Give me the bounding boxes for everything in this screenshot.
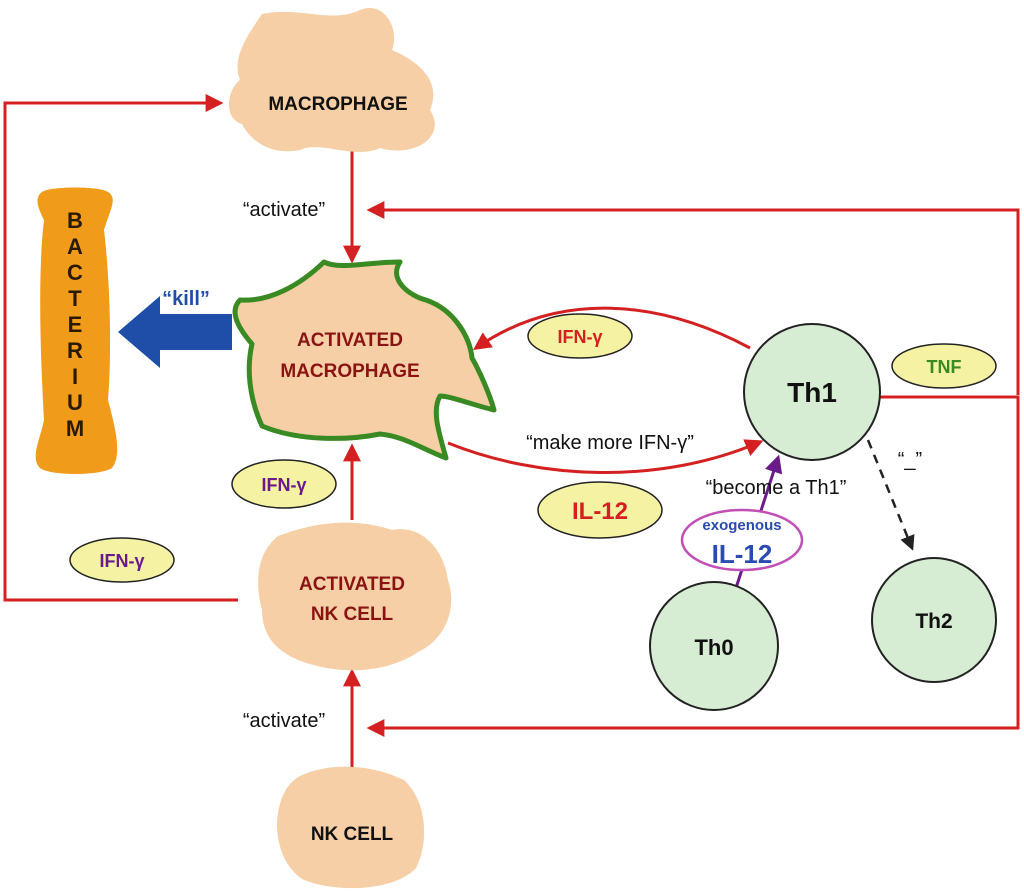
exogenous-il12-badge (680, 508, 804, 572)
bacterium-letters: B A C T E R I U M (66, 208, 84, 441)
ifn-gamma-top-badge (527, 313, 633, 359)
activate-bottom-label: “activate” (243, 710, 325, 732)
bacterium-letter: M (66, 416, 84, 441)
activated-nk-cell (258, 522, 452, 671)
th0-cell (649, 581, 779, 711)
exogenous-il12-text: IL-12 (712, 539, 773, 569)
il12-text: IL-12 (572, 498, 628, 525)
kill-arrow (118, 296, 232, 368)
ifn-gamma-top-text: IFN-γ (558, 327, 603, 347)
activated-macrophage-label-line2: MACROPHAGE (280, 361, 419, 382)
th2-label: Th2 (915, 610, 952, 633)
th1-cell (743, 323, 881, 461)
activated-nk-label-line2: NK CELL (311, 604, 394, 625)
th1-ifn-to-macrophage-arrow (473, 306, 751, 351)
nk-cell-label: NK CELL (311, 824, 394, 845)
ifn-gamma-left-badge (69, 537, 175, 583)
th2-cell (871, 557, 997, 683)
nk-to-macrophage-loop-arrow (3, 94, 238, 602)
minus-label: “_” (898, 449, 922, 471)
tnf-badge (891, 343, 997, 389)
th1-tnf-top-arrow (366, 201, 1020, 395)
activated-nk-label-line1: ACTIVATED (299, 574, 405, 595)
th1-tnf-bottom-arrow (366, 395, 1020, 737)
ifn-gamma-mid-text: IFN-γ (262, 475, 307, 495)
bacterium-letter: A (67, 234, 83, 259)
become-th1-label: “become a Th1” (706, 477, 847, 499)
bacterium (35, 187, 118, 474)
make-more-ifn-label: “make more IFN-γ” (526, 432, 694, 454)
bacterium-letter: E (68, 312, 83, 337)
ifn-gamma-left-text: IFN-γ (100, 551, 145, 571)
th0-label: Th0 (694, 635, 733, 660)
bacterium-letter: R (67, 338, 83, 363)
bacterium-letter: B (67, 208, 83, 233)
tnf-text: TNF (927, 357, 962, 377)
th1-to-th2-dashed-arrow (866, 439, 915, 551)
bacterium-letter: T (68, 286, 82, 311)
macrophage-to-th1-arrow (447, 439, 764, 474)
activated-macrophage-cell (232, 259, 497, 461)
ifn-gamma-mid-badge (231, 459, 337, 509)
activate-top-label: “activate” (243, 199, 325, 221)
macrophage-cell (228, 8, 435, 152)
exogenous-text: exogenous (702, 517, 781, 534)
bacterium-letter: U (67, 390, 83, 415)
bacterium-letter: C (67, 260, 83, 285)
th1-label: Th1 (787, 377, 837, 408)
bacterium-letter: I (72, 364, 78, 389)
kill-label: “kill” (162, 288, 210, 310)
il12-badge (537, 481, 663, 539)
activated-macrophage-label-line1: ACTIVATED (297, 330, 403, 351)
macrophage-label: MACROPHAGE (268, 94, 407, 115)
nk-cell (277, 766, 425, 889)
